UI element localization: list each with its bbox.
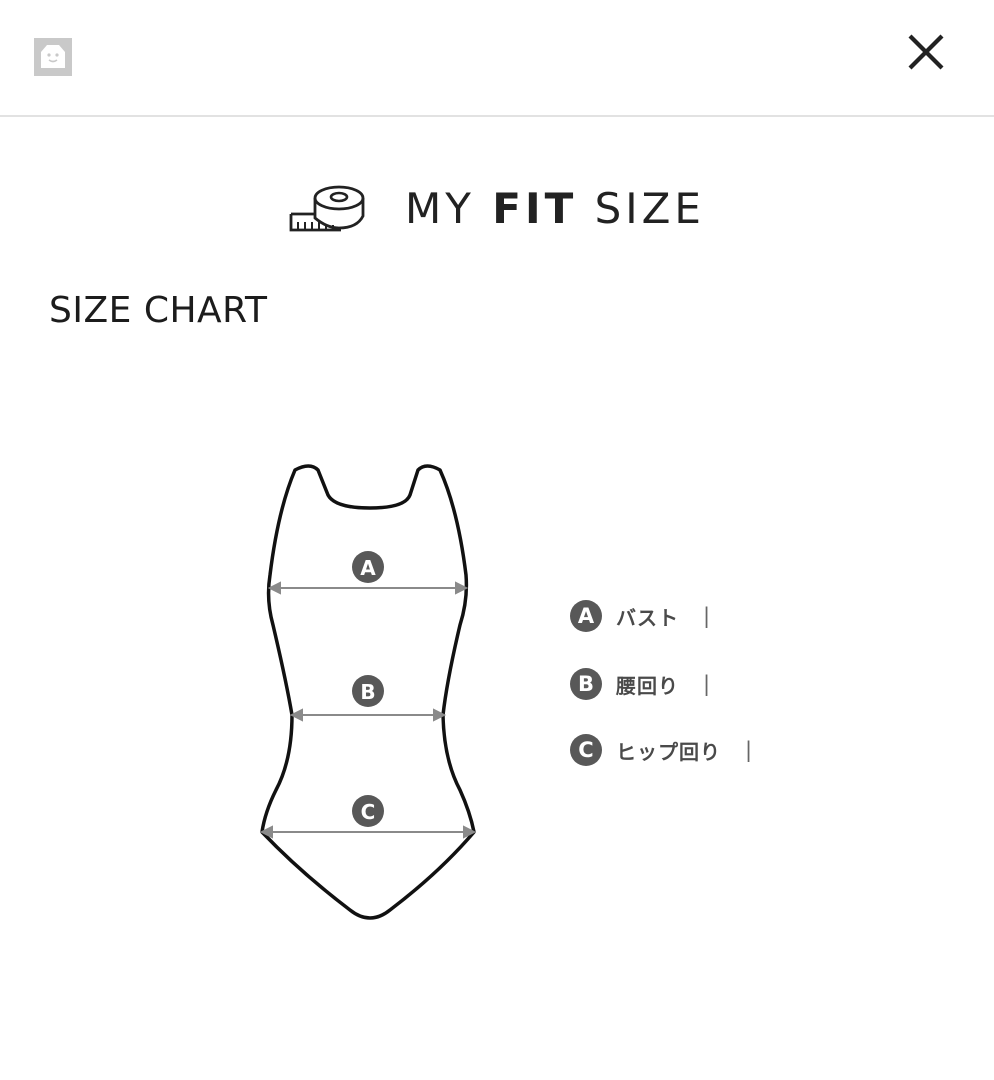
legend-value-waist: | bbox=[703, 672, 711, 696]
legend-badge-a: A bbox=[570, 600, 602, 632]
marker-b-label: B bbox=[360, 680, 375, 704]
legend-item-waist: B 腰回り | bbox=[570, 664, 710, 704]
face-square-icon[interactable] bbox=[34, 38, 72, 76]
brand-logo: MY FIT SIZE bbox=[0, 178, 994, 238]
legend-item-bust: A バスト | bbox=[570, 596, 710, 636]
marker-b: B bbox=[352, 675, 384, 707]
legend-value-hip: | bbox=[745, 738, 753, 762]
marker-c-label: C bbox=[361, 800, 376, 824]
marker-a-label: A bbox=[360, 556, 376, 580]
top-bar bbox=[0, 0, 994, 117]
brand-name: MY FIT SIZE bbox=[405, 184, 705, 233]
swimsuit-outline-icon: A B C bbox=[259, 464, 477, 920]
close-icon bbox=[908, 34, 944, 70]
legend-badge-c: C bbox=[570, 734, 602, 766]
brand-text-part: SIZE bbox=[577, 183, 705, 233]
legend-badge-b: B bbox=[570, 668, 602, 700]
legend-value-bust: | bbox=[703, 604, 711, 628]
legend-label-hip: ヒップ回り bbox=[616, 739, 721, 764]
legend-item-hip: C ヒップ回り | bbox=[570, 730, 752, 770]
brand-text-part: MY bbox=[405, 183, 493, 233]
page-title: SIZE CHART bbox=[49, 290, 268, 331]
marker-a: A bbox=[352, 551, 384, 583]
legend-label-waist: 腰回り bbox=[616, 673, 679, 698]
swimsuit-diagram: A B C bbox=[240, 440, 500, 940]
brand-text-bold: FIT bbox=[492, 183, 578, 233]
tape-measure-icon bbox=[289, 185, 365, 232]
legend-label-bust: バスト bbox=[616, 605, 679, 630]
marker-c: C bbox=[352, 795, 384, 827]
close-button[interactable] bbox=[900, 26, 952, 78]
